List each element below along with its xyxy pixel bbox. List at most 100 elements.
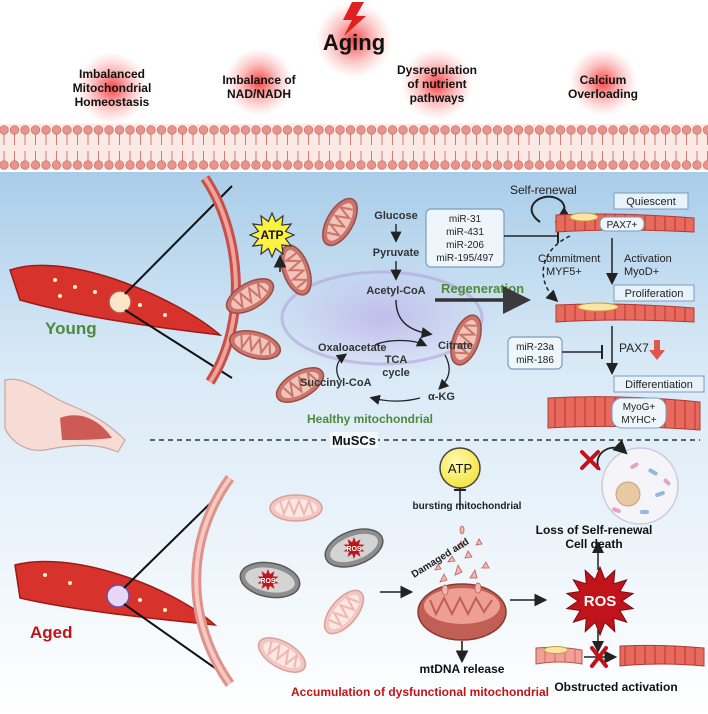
bursting-mitochondrion bbox=[417, 525, 507, 641]
factor-nutrient-line2: of nutrient bbox=[407, 77, 466, 91]
factor-glow bbox=[569, 48, 637, 116]
commitment-label: Commitment bbox=[538, 253, 600, 265]
cell-death-label: Cell death bbox=[565, 537, 622, 551]
central-mitochondrion-glow bbox=[267, 260, 497, 376]
tca-arrow bbox=[438, 354, 450, 390]
acetyl-coa-label: Acetyl-CoA bbox=[366, 285, 425, 297]
mirna-206: miR-206 bbox=[446, 240, 484, 251]
ros-big-label: ROS bbox=[584, 593, 617, 610]
muscle-cross-section bbox=[108, 290, 132, 314]
factor-calcium-line2: Overloading bbox=[568, 87, 638, 101]
myod-label: MyoD+ bbox=[624, 266, 659, 278]
cell-nucleus bbox=[615, 481, 641, 507]
tca-label-line2: cycle bbox=[382, 367, 410, 379]
divider-label-bg bbox=[330, 432, 378, 448]
young-label: Young bbox=[45, 319, 97, 338]
young-panel: Young ATP Glucose Pyruvate Acetyl-CoA Ci… bbox=[4, 175, 705, 453]
arrow bbox=[395, 299, 433, 339]
self-renewal-arrow bbox=[530, 195, 573, 223]
satellite-cell bbox=[577, 302, 619, 312]
atp-star-icon bbox=[248, 211, 296, 259]
lightning-icon bbox=[343, 2, 366, 36]
myog-badge bbox=[611, 397, 667, 429]
mirna-box-lower bbox=[507, 336, 563, 370]
dying-cell bbox=[601, 447, 679, 525]
commitment-arrow bbox=[542, 235, 571, 303]
proliferation-label: Proliferation bbox=[625, 288, 684, 300]
muscle-sparkles bbox=[53, 278, 167, 317]
factor-glow bbox=[76, 52, 148, 124]
healthy-mitochondrial-label: Healthy mitochondrial bbox=[307, 412, 433, 426]
mirna-23a: miR-23a bbox=[516, 342, 554, 353]
mirna-box-upper bbox=[425, 208, 505, 268]
mtdna-release-label: mtDNA release bbox=[420, 662, 505, 676]
myf5-label: MYF5+ bbox=[546, 266, 582, 278]
myhc-label: MYHC+ bbox=[621, 415, 656, 426]
pax7-plus-badge bbox=[599, 216, 645, 232]
tca-arrow bbox=[335, 353, 348, 381]
satellite-cell bbox=[543, 646, 569, 654]
factor-nad-line1: Imbalance of bbox=[222, 73, 296, 87]
sarcolemma-aged-inner bbox=[194, 476, 232, 686]
mirna-186: miR-186 bbox=[516, 355, 554, 366]
mitochondrion-pale bbox=[269, 494, 323, 522]
factor-nutrient-line3: pathways bbox=[410, 91, 465, 105]
blocked-x-icon bbox=[580, 450, 600, 470]
atp-label-young: ATP bbox=[260, 228, 283, 242]
muscs-label: MuSCs bbox=[332, 433, 376, 448]
pax7-down-arrow-icon bbox=[649, 340, 665, 360]
arm-muscle bbox=[60, 415, 112, 440]
muscle-sparkles bbox=[43, 573, 167, 612]
self-renewal-label: Self-renewal bbox=[510, 183, 577, 197]
central-mitochondrion-outline bbox=[280, 270, 484, 366]
aging-glow bbox=[316, 2, 392, 78]
damaged-label-top: bursting mitochondrial bbox=[413, 501, 522, 512]
aging-header: Aging Imbalanced Mitochondrial Homeostas… bbox=[73, 2, 638, 124]
regeneration-label: Regeneration bbox=[441, 281, 524, 296]
myog-label: MyoG+ bbox=[623, 402, 656, 413]
mirna-431: miR-431 bbox=[446, 227, 484, 238]
activation-label: Activation bbox=[624, 253, 672, 265]
obstructed-activation-label: Obstructed activation bbox=[554, 680, 677, 694]
citrate-label: Citrate bbox=[438, 340, 473, 352]
tca-label-line1: TCA bbox=[385, 354, 408, 366]
mirna-31: miR-31 bbox=[449, 214, 482, 225]
quiescent-box bbox=[613, 192, 689, 210]
factor-mito-line2: Mitochondrial bbox=[73, 81, 152, 95]
succinyl-coa-label: Succinyl-CoA bbox=[300, 377, 372, 389]
glucose-label: Glucose bbox=[374, 210, 417, 222]
tca-arrow bbox=[374, 336, 428, 347]
blocked-x-icon bbox=[590, 646, 608, 668]
cell-membrane bbox=[0, 124, 708, 170]
aged-label: Aged bbox=[30, 623, 73, 642]
factor-glow bbox=[401, 48, 473, 120]
akg-label: α-KG bbox=[428, 391, 455, 403]
proliferation-fiber bbox=[555, 303, 695, 323]
aged-fiber-right bbox=[619, 644, 705, 667]
quiescent-label: Quiescent bbox=[626, 196, 676, 208]
pyruvate-label: Pyruvate bbox=[373, 247, 419, 259]
pax7-label: PAX7 bbox=[619, 341, 649, 355]
cell-fragments bbox=[612, 462, 671, 514]
atp-starburst-young: ATP bbox=[248, 211, 296, 259]
factor-mito-line1: Imbalanced bbox=[79, 67, 145, 81]
sarcolemma-young-inner bbox=[203, 176, 238, 384]
mirna-195-497: miR-195/497 bbox=[436, 253, 494, 264]
tca-arrow bbox=[369, 394, 421, 405]
factor-nutrient-line1: Dysregulation bbox=[397, 63, 477, 77]
ros-big-icon bbox=[565, 565, 635, 637]
loss-self-renewal-label: Loss of Self-renewal bbox=[536, 523, 653, 537]
ros-small-label: ROS bbox=[260, 578, 276, 585]
pax7-plus-label: PAX7+ bbox=[607, 220, 638, 231]
cell-fragments bbox=[640, 468, 665, 514]
atp-label-aged: ATP bbox=[448, 461, 472, 476]
oxaloacetate-label: Oxaloacetate bbox=[318, 342, 386, 354]
factor-nad-line2: NAD/NADH bbox=[227, 87, 291, 101]
ros-small-label: ROS bbox=[346, 546, 362, 553]
ros-small-icon bbox=[343, 537, 365, 559]
accumulation-label: Accumulation of dysfunctional mitochondr… bbox=[291, 685, 549, 699]
factor-calcium-line1: Calcium bbox=[580, 73, 627, 87]
factor-glow bbox=[225, 48, 293, 116]
